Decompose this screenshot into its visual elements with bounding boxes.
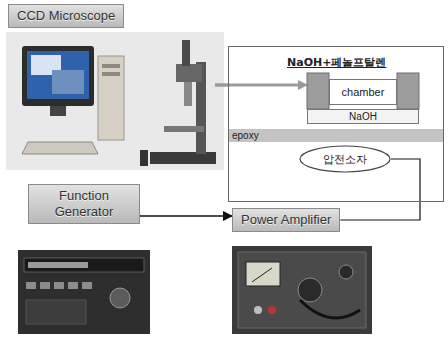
microscope-stage xyxy=(164,126,204,132)
drive-slot xyxy=(102,64,120,68)
node-text: chamber xyxy=(342,86,385,98)
chamber-wall xyxy=(307,73,329,109)
monitor-screen xyxy=(27,51,89,99)
monitor-frame xyxy=(22,46,94,106)
monitor-stand xyxy=(50,106,66,116)
cable xyxy=(300,300,360,318)
display xyxy=(24,258,144,272)
signal-arrow xyxy=(140,215,232,217)
instrument-body xyxy=(18,250,150,334)
terminal xyxy=(268,306,276,314)
function-generator-photo xyxy=(18,250,150,334)
screen-window xyxy=(52,70,84,94)
keyboard xyxy=(22,142,98,154)
node-text: epoxy xyxy=(232,130,259,142)
microscope-head xyxy=(176,64,202,82)
ccd-camera xyxy=(182,40,190,66)
instrument-label: Function Generator xyxy=(28,184,140,224)
piezo-element: 압전소자 xyxy=(299,145,391,173)
power-amplifier-photo xyxy=(232,246,372,334)
terminal xyxy=(254,306,262,314)
node-text: NaOH+페놀프탈렌 xyxy=(287,56,386,69)
button xyxy=(26,282,36,289)
solution-layer: NaOH xyxy=(307,109,419,124)
keypad xyxy=(26,300,86,324)
meter-needle xyxy=(252,268,272,282)
chamber-box: chamber xyxy=(329,79,397,105)
display-digits xyxy=(28,262,88,268)
drive-slot xyxy=(102,72,120,76)
microscope-base xyxy=(150,152,216,164)
panel-ground xyxy=(229,47,443,201)
computer-tower xyxy=(98,56,124,140)
meter xyxy=(246,262,280,286)
node-text: CCD Microscope xyxy=(17,8,115,23)
instrument-label: Power Amplifier xyxy=(232,208,340,232)
node-text: Power Amplifier xyxy=(241,212,331,227)
epoxy-layer: epoxy xyxy=(229,129,443,142)
node-text: 압전소자 xyxy=(323,152,367,167)
node-text: Function Generator xyxy=(55,188,114,219)
oval-shape xyxy=(300,146,390,172)
knob xyxy=(339,265,353,279)
cable xyxy=(140,150,148,166)
button xyxy=(68,282,78,289)
photo-ground xyxy=(6,32,224,170)
objective-lens xyxy=(184,82,192,106)
microscope-photo xyxy=(6,32,224,170)
button xyxy=(40,282,50,289)
button xyxy=(54,282,64,289)
knob xyxy=(110,288,130,308)
schematic-panel: NaOH+페놀프탈렌 chamberNaOH epoxy 압전소자 xyxy=(228,46,444,202)
front-panel xyxy=(238,252,366,328)
knob xyxy=(298,278,322,302)
chamber-wall xyxy=(397,73,419,109)
instrument-label: CCD Microscope xyxy=(8,4,124,28)
instrument-body xyxy=(232,246,372,334)
node-text: NaOH xyxy=(349,111,377,123)
button xyxy=(82,282,92,289)
